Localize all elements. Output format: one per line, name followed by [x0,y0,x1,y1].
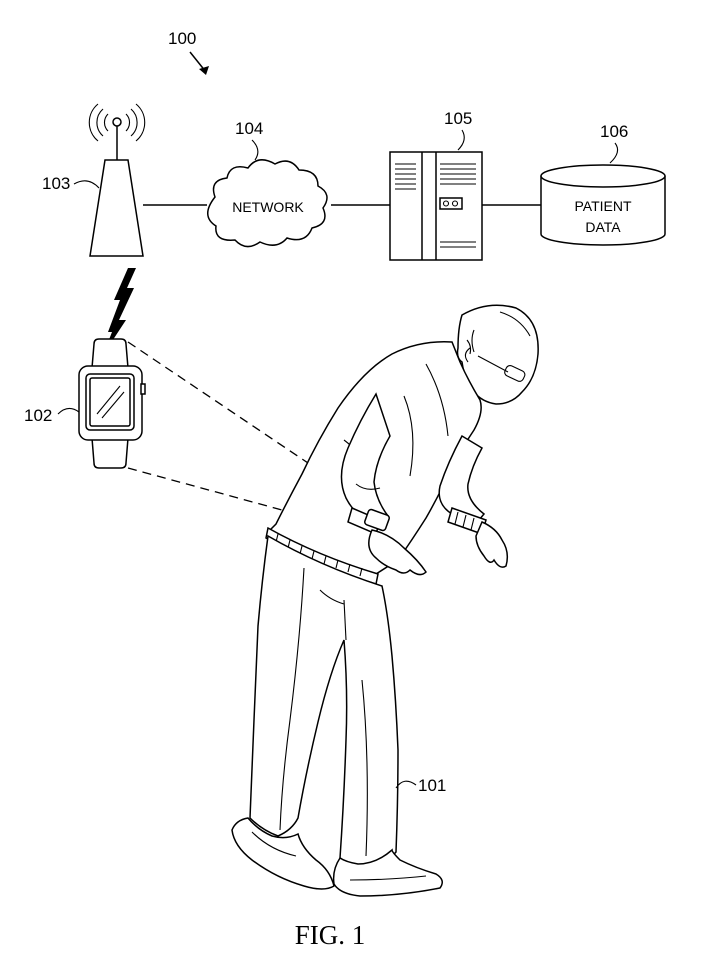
system-ref-arrowhead [199,66,209,75]
person-ref-number: 101 [418,776,446,795]
watch-ref-number: 102 [24,406,52,425]
server-ref-number: 105 [444,109,472,128]
database-label-line1: PATIENT [574,198,631,214]
database-leader-line [609,142,619,164]
server-reference: 105 [444,109,472,151]
tower-ref-number: 103 [42,174,70,193]
person-leader-line [395,780,417,789]
person-reference: 101 [395,776,446,795]
cell-tower-icon [88,103,146,257]
system-ref-number: 100 [168,29,196,48]
system-reference: 100 [168,29,209,75]
tower-reference: 103 [42,174,100,193]
database-ref-number: 106 [600,122,628,141]
network-label: NETWORK [232,199,304,215]
database-reference: 106 [600,122,628,164]
tower-leader-line [73,180,100,189]
server-leader-line [457,129,465,151]
figure-caption: FIG. 1 [295,920,366,950]
smartwatch-icon [78,338,146,469]
server-icon [389,151,483,261]
cloud-icon: NETWORK [207,159,328,248]
projection-line-lower [127,467,371,535]
wireless-link-bolt-icon [103,268,136,355]
network-ref-number: 104 [235,119,263,138]
elderly-person-illustration [231,304,539,897]
watch-leader-line [57,407,80,415]
wrist-watch [364,508,390,532]
network-reference: 104 [235,119,263,161]
database-label-line2: DATA [585,219,621,235]
watch-reference: 102 [24,406,80,425]
database-cylinder-icon: PATIENT DATA [540,164,666,246]
network-leader-line [251,139,259,161]
